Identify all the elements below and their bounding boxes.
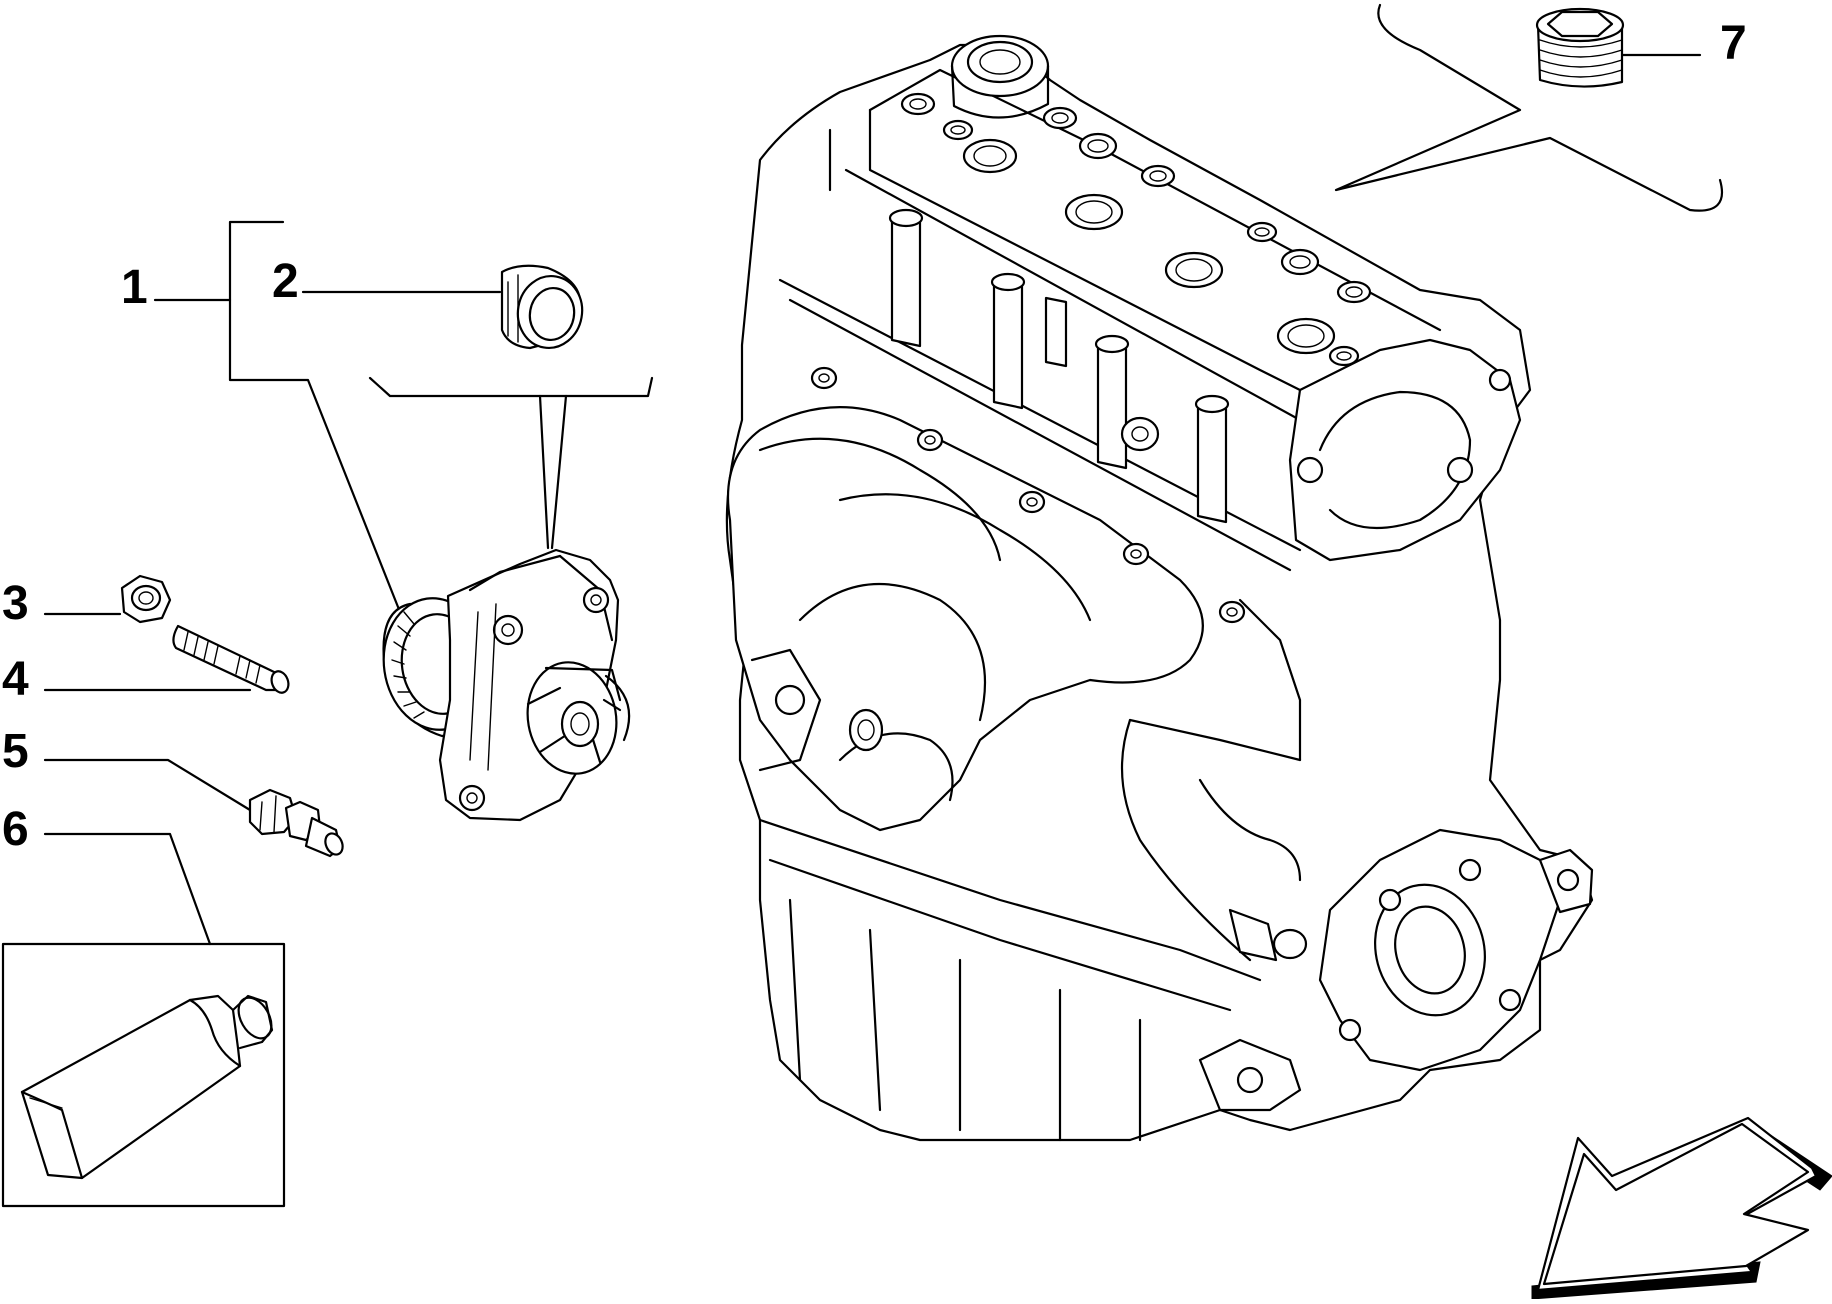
engine-block xyxy=(725,34,1594,1142)
head-ports xyxy=(900,92,1372,367)
callout-number-6: 6 xyxy=(2,803,29,856)
callout-number-3: 3 xyxy=(2,577,29,630)
stud-bolt-part xyxy=(248,788,344,858)
stud-part xyxy=(172,624,290,694)
plug-part xyxy=(500,264,584,350)
callout-number-4: 4 xyxy=(2,653,29,706)
nut-part xyxy=(120,574,172,624)
spark-plug-towers xyxy=(888,208,1230,524)
callout-number-7: 7 xyxy=(1720,17,1747,70)
callout-number-5: 5 xyxy=(2,725,29,778)
manifold-nuts xyxy=(810,366,1246,624)
sealant-tube-box xyxy=(1,942,286,1208)
front-arrow-icon xyxy=(1531,1116,1832,1300)
threaded-plug-part xyxy=(1535,7,1625,88)
callout-number-1: 1 xyxy=(121,261,148,314)
exhaust-manifold xyxy=(726,406,1204,832)
callout-number-2: 2 xyxy=(272,255,299,308)
water-pump-part xyxy=(382,548,631,822)
